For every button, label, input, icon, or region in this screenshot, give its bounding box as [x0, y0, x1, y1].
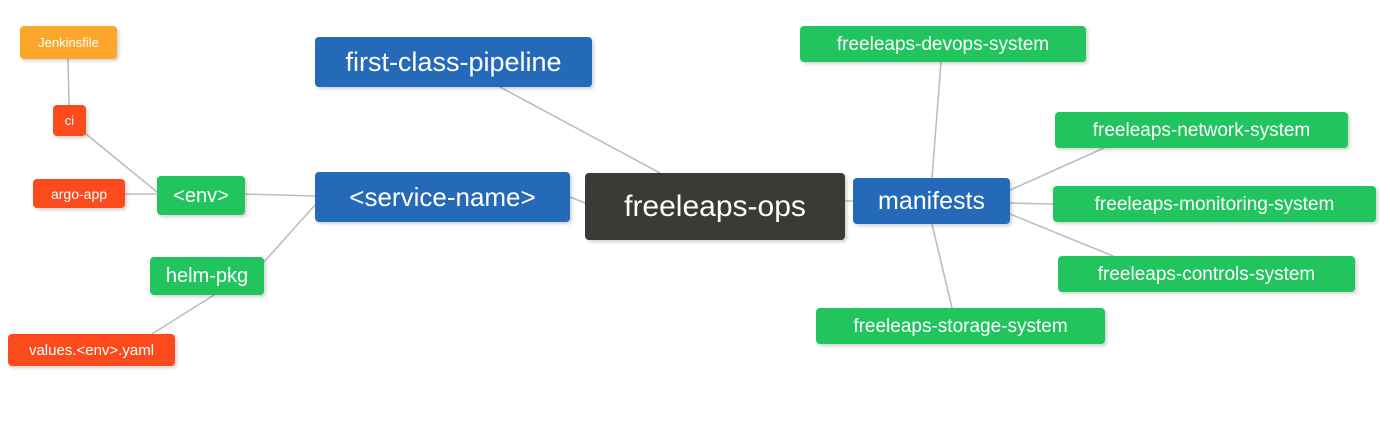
edge-service-name-to-freeleaps-ops: [569, 196, 586, 204]
node-label-freeleaps-monitoring-system: freeleaps-monitoring-system: [1094, 193, 1335, 215]
node-label-manifests: manifests: [878, 186, 985, 215]
edge-jenkinsfile-to-ci: [67, 58, 70, 106]
node-freeleaps-ops[interactable]: freeleaps-ops: [585, 173, 845, 240]
edge-helm-pkg-to-values-env-yaml: [151, 294, 215, 335]
edge-manifests-to-freeleaps-network-system: [1009, 147, 1105, 191]
node-label-argo-app: argo-app: [50, 185, 108, 202]
node-label-freeleaps-network-system: freeleaps-network-system: [1092, 119, 1311, 141]
node-freeleaps-controls-system[interactable]: freeleaps-controls-system: [1058, 256, 1355, 292]
node-argo-app[interactable]: argo-app: [33, 179, 125, 208]
edge-service-name-to-helm-pkg: [263, 204, 316, 263]
edge-first-class-pipeline-to-freeleaps-ops: [499, 86, 661, 174]
edge-manifests-to-freeleaps-monitoring-system: [1009, 202, 1054, 205]
node-freeleaps-storage-system[interactable]: freeleaps-storage-system: [816, 308, 1105, 344]
node-jenkinsfile[interactable]: Jenkinsfile: [20, 26, 117, 59]
node-label-ci: ci: [64, 113, 75, 128]
node-env[interactable]: <env>: [157, 176, 245, 215]
edge-manifests-to-freeleaps-storage-system: [931, 223, 953, 309]
node-label-freeleaps-storage-system: freeleaps-storage-system: [853, 315, 1068, 337]
node-helm-pkg[interactable]: helm-pkg: [150, 257, 264, 295]
node-label-freeleaps-ops: freeleaps-ops: [624, 189, 806, 223]
node-ci[interactable]: ci: [53, 105, 86, 136]
node-first-class-pipeline[interactable]: first-class-pipeline: [315, 37, 592, 87]
node-label-service-name: <service-name>: [349, 182, 536, 212]
node-label-env: <env>: [173, 184, 229, 207]
node-service-name[interactable]: <service-name>: [315, 172, 570, 222]
edge-manifests-to-freeleaps-devops-system: [931, 61, 942, 179]
node-label-jenkinsfile: Jenkinsfile: [38, 35, 99, 50]
node-freeleaps-monitoring-system[interactable]: freeleaps-monitoring-system: [1053, 186, 1376, 222]
node-values-env-yaml[interactable]: values.<env>.yaml: [8, 334, 175, 366]
node-freeleaps-network-system[interactable]: freeleaps-network-system: [1055, 112, 1348, 148]
node-label-helm-pkg: helm-pkg: [165, 265, 249, 287]
node-label-values-env-yaml: values.<env>.yaml: [28, 341, 155, 359]
node-label-freeleaps-controls-system: freeleaps-controls-system: [1097, 263, 1316, 285]
edge-env-to-service-name: [244, 193, 316, 197]
node-label-freeleaps-devops-system: freeleaps-devops-system: [836, 33, 1050, 55]
node-label-first-class-pipeline: first-class-pipeline: [345, 46, 562, 77]
node-manifests[interactable]: manifests: [853, 178, 1010, 224]
node-freeleaps-devops-system[interactable]: freeleaps-devops-system: [800, 26, 1086, 62]
